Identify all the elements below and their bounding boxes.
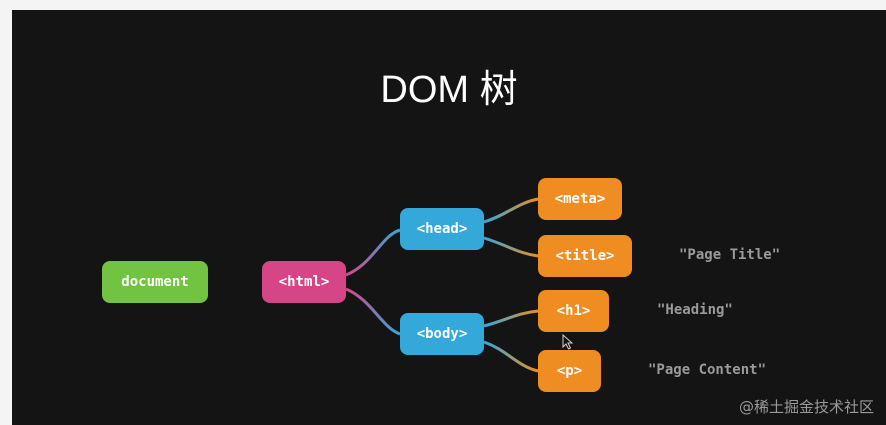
text-node-heading: "Heading" [657,302,733,318]
node-body: <body> [400,313,484,355]
edge-head-meta [483,197,539,224]
edge-html-body [345,287,401,336]
edge-body-h1 [483,309,539,328]
watermark: @稀土掘金技术社区 [738,398,874,416]
diagram-title: DOM 树 [380,69,518,111]
edge-html-head [345,228,401,277]
node-html: <html> [262,261,346,303]
node-meta: <meta> [538,178,622,220]
text-node-page-title: "Page Title" [679,247,781,263]
tree-edges [208,197,672,373]
node-head: <head> [400,208,484,250]
mouse-pointer-icon [562,334,574,350]
edge-body-p [483,340,539,373]
node-document: document [102,261,208,303]
slide: DOM 树 [12,10,886,425]
node-p: <p> [538,350,601,392]
node-title: <title> [538,235,632,277]
edge-head-title [483,236,539,258]
text-node-page-content: "Page Content" [648,362,767,378]
node-h1: <h1> [538,290,609,332]
